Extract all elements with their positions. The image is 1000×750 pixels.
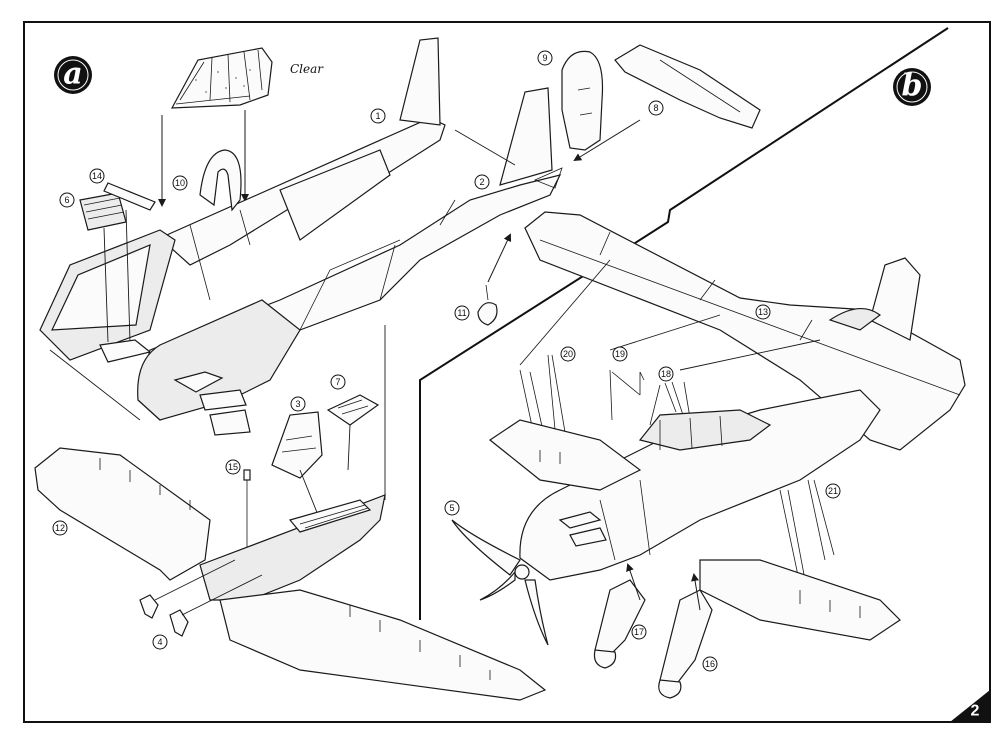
svg-text:16: 16 bbox=[705, 659, 715, 669]
tail-wheel bbox=[477, 284, 498, 326]
callout-10: 10 bbox=[172, 175, 188, 191]
svg-text:12: 12 bbox=[55, 523, 65, 533]
svg-text:11: 11 bbox=[457, 308, 466, 318]
assembled-tailplane bbox=[828, 308, 882, 331]
assembled-lower-wing bbox=[488, 419, 901, 641]
svg-text:7: 7 bbox=[335, 377, 340, 387]
lower-wing bbox=[34, 447, 547, 701]
callout-17: 17 bbox=[631, 624, 647, 640]
main-landing-gear bbox=[593, 579, 713, 699]
callout-19: 19 bbox=[612, 346, 628, 362]
callout-5: 5 bbox=[444, 500, 460, 516]
callout-14: 14 bbox=[89, 168, 105, 184]
callout-12: 12 bbox=[52, 520, 68, 536]
fuselage-right-half bbox=[39, 37, 446, 361]
svg-text:3: 3 bbox=[295, 399, 300, 409]
callout-8: 8 bbox=[648, 100, 664, 116]
step-a-badge: a bbox=[54, 56, 92, 94]
callout-20: 20 bbox=[560, 346, 576, 362]
callout-3: 3 bbox=[290, 396, 306, 412]
callout-11: 11 bbox=[454, 305, 470, 321]
rudder-part bbox=[561, 50, 604, 151]
landing-gear-struts bbox=[139, 594, 189, 637]
callout-15: 15 bbox=[225, 459, 241, 475]
callout-6: 6 bbox=[59, 192, 75, 208]
svg-text:14: 14 bbox=[92, 171, 102, 181]
propeller bbox=[451, 519, 549, 646]
svg-text:5: 5 bbox=[449, 503, 454, 513]
horizontal-stabilizer bbox=[614, 44, 761, 129]
canopy-part bbox=[170, 47, 273, 109]
callout-4: 4 bbox=[152, 634, 168, 650]
step-b-badge: b bbox=[893, 68, 931, 106]
cockpit-bulkhead bbox=[199, 149, 242, 212]
callout-21: 21 bbox=[825, 483, 841, 499]
callout-16: 16 bbox=[702, 656, 718, 672]
callout-1: 1 bbox=[370, 108, 386, 124]
svg-text:4: 4 bbox=[157, 637, 162, 647]
svg-text:2: 2 bbox=[479, 177, 484, 187]
step-b-label: b bbox=[902, 69, 923, 104]
svg-text:18: 18 bbox=[661, 369, 671, 379]
callout-2: 2 bbox=[474, 174, 490, 190]
step-divider-line bbox=[419, 27, 949, 620]
svg-text:9: 9 bbox=[542, 53, 547, 63]
seat-rail-part bbox=[103, 182, 156, 211]
page-border bbox=[23, 21, 991, 723]
cabane-struts bbox=[519, 354, 835, 586]
instrument-panel bbox=[79, 192, 127, 231]
svg-text:1: 1 bbox=[375, 111, 380, 121]
page-number-badge: 2 bbox=[950, 690, 990, 722]
callout-9: 9 bbox=[537, 50, 553, 66]
svg-text:8: 8 bbox=[653, 103, 658, 113]
callout-18: 18 bbox=[658, 366, 674, 382]
svg-text:21: 21 bbox=[828, 486, 838, 496]
callout-13: 13 bbox=[755, 304, 771, 320]
svg-text:10: 10 bbox=[175, 178, 185, 188]
svg-text:19: 19 bbox=[615, 349, 625, 359]
svg-text:17: 17 bbox=[634, 627, 644, 637]
svg-text:15: 15 bbox=[228, 462, 238, 472]
svg-text:6: 6 bbox=[64, 195, 69, 205]
assembled-tail-fin bbox=[869, 257, 921, 341]
page-number: 2 bbox=[971, 703, 980, 720]
step-a-label: a bbox=[63, 57, 82, 92]
assembled-fuselage bbox=[519, 389, 881, 581]
callout-7: 7 bbox=[330, 374, 346, 390]
fuselage-left-half bbox=[137, 87, 563, 436]
rudder-pedals bbox=[326, 394, 380, 426]
pilot-seat bbox=[271, 411, 323, 479]
svg-text:13: 13 bbox=[758, 307, 768, 317]
svg-text:20: 20 bbox=[563, 349, 573, 359]
canopy-clear-note: Clear bbox=[290, 62, 324, 76]
